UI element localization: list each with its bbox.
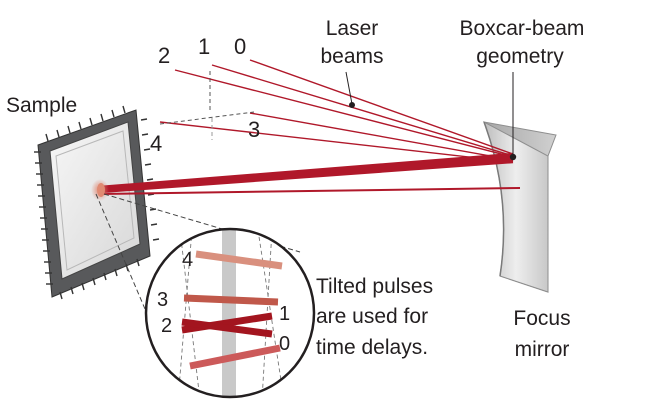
- laser-beams-label-line1: Laser: [326, 17, 379, 40]
- inset-number-3: 3: [157, 289, 168, 311]
- beam-3-incoming: [249, 112, 514, 161]
- focus-mirror: [483, 120, 557, 293]
- beam-2-incoming: [174, 69, 514, 158]
- sample-strip: [222, 229, 236, 397]
- beam-number-2: 2: [158, 43, 170, 68]
- pulse-2b: [181, 318, 273, 338]
- laser-beams-label-line2: beams: [320, 45, 383, 68]
- incoming-beams: [159, 59, 514, 163]
- boxcar-guides: [159, 71, 255, 140]
- beam-0-incoming: [249, 59, 514, 155]
- beam-number-3: 3: [248, 117, 260, 142]
- pulse-inset: [144, 227, 316, 399]
- sample-label: Sample: [6, 94, 77, 117]
- sample: [34, 105, 160, 300]
- beam-4-incoming: [159, 121, 514, 163]
- beam-number-4: 4: [150, 131, 162, 156]
- inset-number-0: 0: [279, 333, 290, 355]
- boxcar-label-line2: geometry: [476, 45, 564, 68]
- beam-1-incoming: [211, 64, 514, 157]
- laser-beams-pointer: [345, 71, 353, 105]
- beam-number-0: 0: [234, 34, 246, 59]
- labels: Laser beams Boxcar-beam geometry Sample …: [6, 17, 584, 361]
- focused-beams: [99, 152, 521, 195]
- focus-mirror-label-line1: Focus: [513, 307, 570, 330]
- tilted-pulses-label-line3: time delays.: [316, 336, 428, 359]
- inset-number-4: 4: [182, 249, 193, 271]
- boxcar-label-line1: Boxcar-beam: [460, 17, 585, 40]
- tilted-pulses-label-line2: are used for: [316, 305, 428, 328]
- pulse-3: [183, 294, 279, 306]
- focus-mirror-label-line2: mirror: [515, 338, 570, 361]
- pulse-0: [189, 344, 281, 370]
- inset-number-2: 2: [161, 315, 172, 337]
- tilted-pulses-label-line1: Tilted pulses: [316, 275, 433, 298]
- sample-pins: [34, 105, 160, 300]
- pulse-4: [195, 250, 283, 270]
- focal-point-dot: [509, 153, 517, 161]
- inset-number-1: 1: [279, 303, 290, 325]
- pulse-2a: [181, 312, 273, 334]
- inset-border: [144, 227, 316, 399]
- beam-number-1: 1: [198, 34, 210, 59]
